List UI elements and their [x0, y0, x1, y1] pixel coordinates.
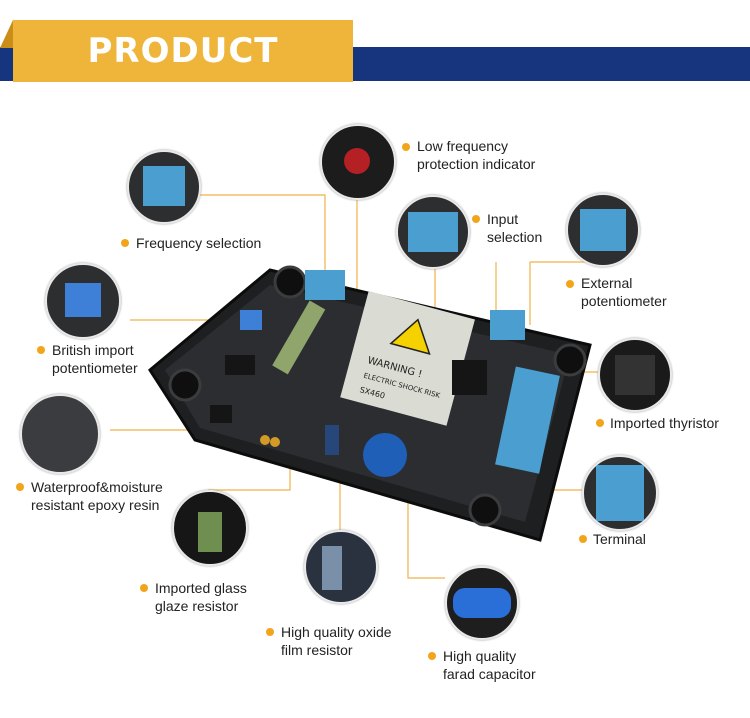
- bullet-dot: [472, 215, 480, 223]
- mount-hole-right: [553, 343, 587, 377]
- label-line: Low frequency: [417, 138, 509, 154]
- mount-hole-bottom: [468, 493, 502, 527]
- bullet-dot: [402, 143, 410, 151]
- feature-label-capacitor: High quality farad capacitor: [443, 647, 536, 683]
- feature-label-input-selection: Input selection: [487, 210, 542, 246]
- page-title: PRODUCT FEATURE: [87, 31, 279, 133]
- label-line: Imported thyristor: [610, 415, 719, 431]
- feature-label-glass-resistor: Imported glass glaze resistor: [155, 579, 247, 615]
- label-line: protection indicator: [417, 156, 536, 172]
- capacitor-part: [363, 433, 407, 477]
- label-line: External: [581, 275, 633, 291]
- label-line: Terminal: [593, 531, 646, 547]
- warning-module: WARNING ! ELECTRIC SHOCK RISK SX460: [340, 291, 475, 426]
- terminal-block: [495, 366, 560, 474]
- label-line: selection: [487, 229, 543, 245]
- bullet-dot: [121, 239, 129, 247]
- label-line: farad capacitor: [443, 666, 536, 682]
- feature-label-epoxy: Waterproof&moisture resistant epoxy resi…: [31, 478, 163, 514]
- input-selection-photo: [396, 195, 470, 269]
- bullet-dot: [596, 419, 604, 427]
- label-line: High quality: [443, 648, 517, 664]
- label-line: Imported glass: [155, 580, 247, 596]
- feature-label-terminal: Terminal: [593, 530, 646, 548]
- thyristor-part: [452, 360, 487, 395]
- feature-label-british-pot: British import potentiometer: [52, 341, 138, 377]
- header-title-box: PRODUCT FEATURE: [0, 20, 353, 133]
- bullet-dot: [140, 584, 148, 592]
- external-pot-photo: [566, 193, 640, 267]
- bullet-dot: [266, 628, 274, 636]
- feature-label-low-freq: Low frequency protection indicator: [417, 137, 535, 173]
- label-line: Input: [487, 211, 519, 227]
- potentiometer-part: [240, 310, 262, 330]
- feature-label-oxide-resistor: High quality oxide film resistor: [281, 623, 392, 659]
- label-line: Waterproof&moisture: [31, 479, 163, 495]
- british-pot-photo: [45, 263, 121, 339]
- label-line: Frequency selection: [136, 235, 262, 251]
- glass-resistor-photo: [172, 490, 248, 566]
- label-line: film resistor: [281, 642, 353, 658]
- freq-selection-photo: [127, 150, 201, 224]
- mount-hole-top: [273, 265, 307, 299]
- thyristor-photo: [598, 338, 672, 412]
- label-line: potentiometer: [52, 360, 138, 376]
- terminal-photo: [582, 455, 658, 531]
- bullet-dot: [428, 652, 436, 660]
- feature-label-external-pot: External potentiometer: [581, 274, 667, 310]
- label-line: High quality oxide: [281, 624, 392, 640]
- feature-label-thyristor: Imported thyristor: [610, 414, 719, 432]
- glass-resistor-part: [272, 300, 326, 375]
- label-line: resistant epoxy resin: [31, 497, 160, 513]
- capacitor-photo: [445, 566, 519, 640]
- bullet-dot: [579, 535, 587, 543]
- oxide-resistor-part: [325, 425, 339, 455]
- low-freq-indicator-photo: [320, 124, 396, 200]
- bullet-dot: [16, 483, 24, 491]
- feature-label-freq-selection: Frequency selection: [136, 234, 261, 252]
- label-line: glaze resistor: [155, 598, 239, 614]
- mount-hole-left: [168, 368, 202, 402]
- oxide-resistor-photo: [304, 530, 378, 604]
- label-line: potentiometer: [581, 293, 667, 309]
- label-line: British import: [52, 342, 134, 358]
- avr-board-image: WARNING ! ELECTRIC SHOCK RISK SX460: [148, 265, 592, 542]
- bullet-dot: [566, 280, 574, 288]
- bullet-dot: [37, 346, 45, 354]
- freq-jumper: [305, 270, 345, 300]
- epoxy-resin-photo: [20, 394, 100, 474]
- input-jumper: [490, 310, 525, 340]
